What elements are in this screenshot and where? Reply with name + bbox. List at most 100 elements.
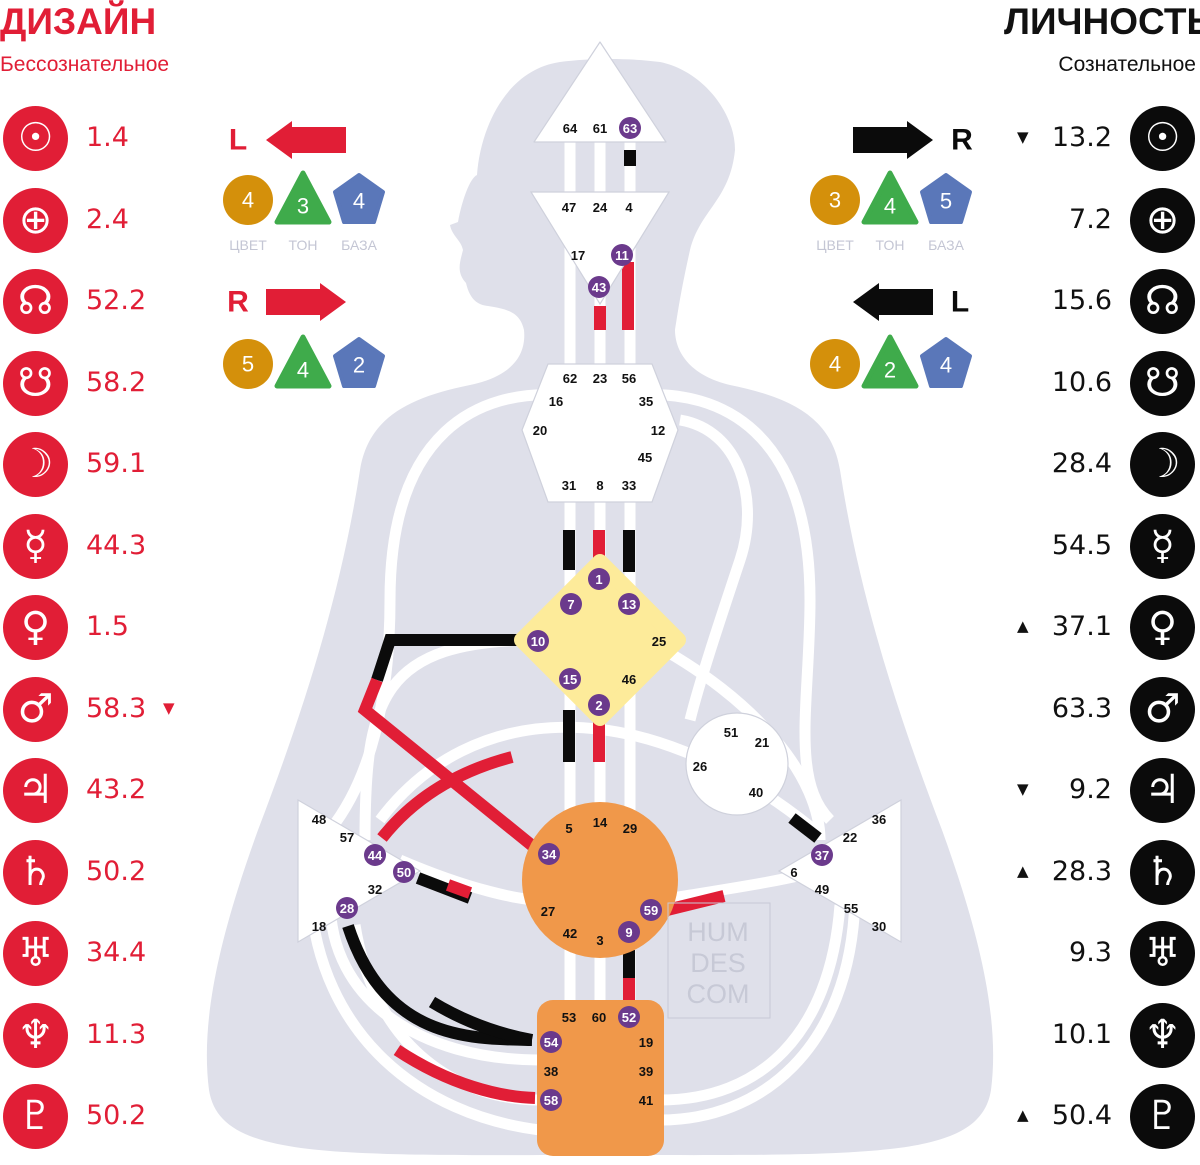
gate-10: 10	[531, 634, 545, 649]
gate-1: 1	[595, 572, 602, 587]
design-bottom-direction: R	[227, 286, 249, 319]
watermark-text: DES	[690, 948, 746, 978]
design-top-base-badge	[333, 173, 385, 224]
personality-value: 50.4	[1051, 1100, 1112, 1131]
gate-60: 60	[592, 1010, 606, 1025]
personality-value: 37.1	[1051, 611, 1112, 642]
design-neptune-icon: ♆	[3, 1002, 68, 1068]
gate-26: 26	[693, 759, 707, 774]
gate-19: 19	[639, 1035, 653, 1050]
personality-south-node-icon: ☋	[1130, 350, 1195, 416]
gate-20: 20	[533, 423, 547, 438]
gate-52: 52	[622, 1010, 636, 1025]
design-bottom-base-badge	[333, 337, 385, 388]
design-channel	[377, 751, 514, 842]
design-value: 50.2	[86, 855, 147, 887]
gate-22: 22	[843, 830, 857, 845]
design-top-arrow-icon	[266, 121, 346, 159]
gate-8: 8	[596, 478, 603, 493]
gate-41: 41	[639, 1093, 653, 1108]
watermark-frame	[667, 902, 771, 1019]
gate-2-active-badge	[588, 694, 610, 716]
gate-24: 24	[593, 200, 608, 215]
personality-arrow-up-icon: ▲	[1017, 861, 1029, 880]
design-value: 2.4	[86, 203, 129, 235]
gate-23: 23	[593, 371, 607, 386]
gate-44-active-badge	[364, 844, 386, 866]
design-north-node-icon: ☊	[3, 269, 68, 334]
design-value: 52.2	[86, 285, 147, 316]
personality-venus-icon: ♀	[1130, 595, 1195, 660]
gate-49: 49	[815, 882, 829, 897]
head-center	[533, 41, 667, 143]
design-value: 1.4	[86, 122, 129, 153]
gate-54: 54	[544, 1035, 559, 1050]
gate-50: 50	[397, 865, 411, 880]
watermark-text: HUM	[687, 917, 749, 947]
design-mercury-icon: ☿	[3, 513, 68, 579]
sacral-center	[522, 802, 678, 958]
personality-value: 63.3	[1051, 692, 1112, 724]
gate-6: 6	[790, 865, 797, 880]
design-channel	[357, 677, 544, 857]
gate-57: 57	[340, 830, 354, 845]
design-moon-icon: ☽	[3, 432, 68, 497]
design-top-base-value: 4	[353, 189, 365, 214]
personality-channel	[788, 813, 822, 843]
gate-42: 42	[563, 926, 577, 941]
personality-subtitle: Сознательное	[1058, 53, 1196, 76]
gate-9: 9	[625, 925, 632, 940]
channel-track	[304, 894, 541, 1136]
personality-moon-icon: ☽	[1130, 432, 1195, 497]
personality-arrow-up-icon: ▲	[1017, 1106, 1029, 1124]
channel-track	[325, 389, 561, 834]
gate-30: 30	[872, 919, 886, 934]
gate-61: 61	[593, 121, 607, 136]
design-title: ДИЗАЙН	[0, 1, 157, 42]
design-bottom-arrow-icon	[266, 283, 346, 321]
personality-value: 10.1	[1051, 1018, 1112, 1050]
gate-40: 40	[749, 785, 763, 800]
gate-13-active-badge	[618, 593, 640, 615]
gate-3: 3	[596, 933, 603, 948]
design-top-color-badge	[223, 175, 273, 225]
design-value: 58.3	[86, 692, 147, 724]
gate-4: 4	[625, 200, 633, 215]
personality-uranus-icon: ♅	[1130, 921, 1195, 986]
personality-bottom-tone-value: 2	[884, 358, 896, 383]
gate-32: 32	[368, 882, 382, 897]
personality-neptune-icon: ♆	[1130, 1002, 1195, 1068]
design-saturn-icon: ♄	[3, 839, 68, 905]
design-pluto-icon: ♇	[3, 1084, 68, 1149]
personality-value: 28.4	[1051, 448, 1112, 479]
gate-53: 53	[562, 1010, 576, 1025]
gate-55: 55	[844, 901, 858, 916]
gate-35: 35	[639, 394, 653, 409]
throat-center	[521, 363, 679, 503]
gate-46: 46	[622, 672, 636, 687]
gate-7-active-badge	[560, 593, 582, 615]
solar-plexus-center	[777, 798, 902, 944]
design-venus-icon: ♀	[3, 595, 68, 660]
personality-arrow-down-icon: ▼	[1017, 128, 1029, 146]
personality-value: 10.6	[1051, 366, 1112, 398]
gate-64: 64	[563, 121, 578, 136]
root-center	[537, 1000, 664, 1156]
gate-2: 2	[595, 698, 602, 713]
personality-value: 15.6	[1051, 285, 1112, 316]
gate-56: 56	[622, 371, 636, 386]
design-mars-icon: ♂	[3, 676, 68, 742]
personality-top-tone-label: ТОН	[876, 237, 905, 253]
design-value: 59.1	[86, 448, 147, 479]
watermark-text: COM	[687, 979, 750, 1009]
gate-28: 28	[340, 901, 354, 916]
gate-11-active-badge	[611, 244, 633, 266]
design-jupiter-icon: ♃	[3, 758, 68, 823]
personality-pluto-icon: ♇	[1130, 1084, 1195, 1149]
gate-17: 17	[571, 248, 585, 263]
personality-top-base-badge	[920, 173, 972, 224]
gate-45: 45	[638, 450, 652, 465]
gate-21: 21	[755, 735, 769, 750]
personality-top-arrow-icon	[853, 121, 933, 159]
